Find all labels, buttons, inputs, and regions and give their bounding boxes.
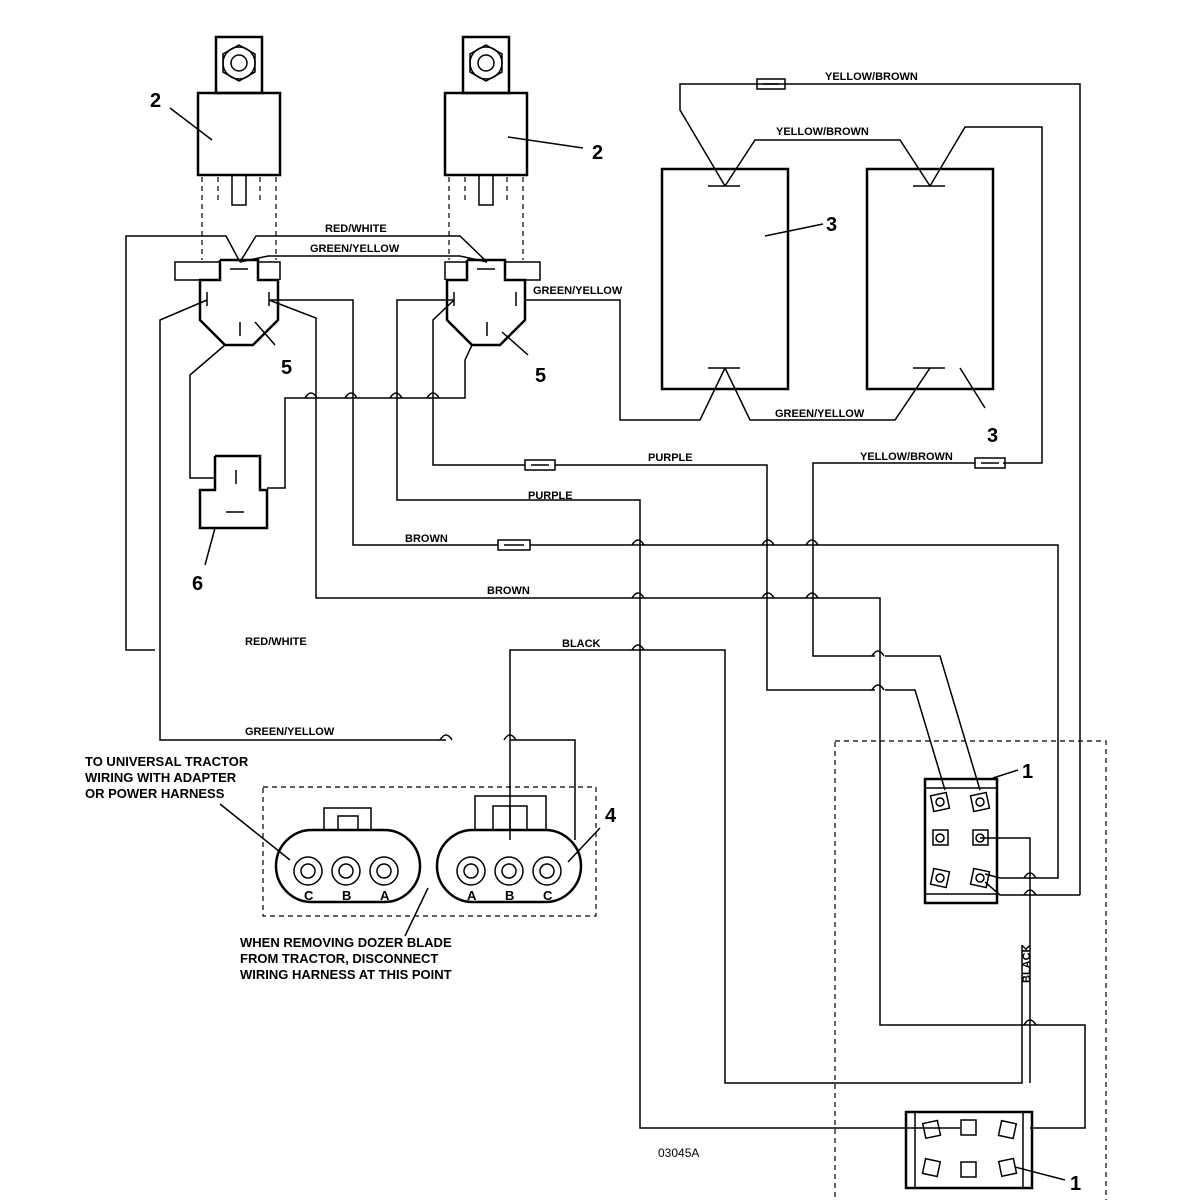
callout-solenoid-left: 2 [150,90,161,112]
inline-fuse-brown [497,539,531,551]
solenoid-right [443,35,529,260]
diode [198,454,269,530]
relay-left [174,258,281,347]
label-green-yellow-bottom: GREEN/YELLOW [775,408,865,420]
connector-boundary [262,786,597,917]
note-tractor-line1: TO UNIVERSAL TRACTOR [85,754,249,769]
drawing-number: 03045A [658,1146,699,1160]
relay-right [444,258,541,347]
note-dozer-line2: FROM TRACTOR, DISCONNECT [240,951,438,966]
callout-solenoid-right: 2 [592,142,603,164]
label-purple-2: PURPLE [528,490,573,502]
label-yellow-brown-lower: YELLOW/BROWN [860,451,953,463]
pin-tractor-b: B [342,888,351,903]
pin-tractor-a: A [380,888,390,903]
label-yellow-brown-top: YELLOW/BROWN [825,71,918,83]
inline-fuse-yellow-brown [974,457,1006,469]
label-green-yellow-top: GREEN/YELLOW [310,243,400,255]
label-green-yellow-right: GREEN/YELLOW [533,285,623,297]
label-black-vertical: BLACK [1021,944,1033,983]
callout-actuator-right: 3 [987,425,998,447]
label-brown-2: BROWN [487,585,530,597]
callout-relay-right: 5 [535,365,546,387]
solenoid-left [196,35,282,260]
label-purple-1: PURPLE [648,452,693,464]
note-tractor-line2: WIRING WITH ADAPTER [85,770,237,785]
connector-blade-side [435,795,583,904]
pin-blade-b: B [505,888,514,903]
label-green-yellow-lower: GREEN/YELLOW [245,726,335,738]
callout-diode: 6 [192,573,203,595]
callout-switch-top: 1 [1022,761,1033,783]
callout-connector: 4 [605,805,617,827]
callout-switch-bottom: 1 [1070,1173,1081,1195]
actuator-left [660,167,790,391]
label-yellow-brown-mid: YELLOW/BROWN [776,126,869,138]
pin-blade-c: C [543,888,553,903]
note-dozer-line3: WIRING HARNESS AT THIS POINT [240,967,452,982]
note-tractor-line3: OR POWER HARNESS [85,786,225,801]
label-black-1: BLACK [562,638,601,650]
switch-boundary [834,740,1107,1200]
inline-fuse-top [756,78,786,90]
callout-relay-left: 5 [281,357,292,379]
label-brown-1: BROWN [405,533,448,545]
note-dozer-line1: WHEN REMOVING DOZER BLADE [240,935,452,950]
label-red-white-bottom: RED/WHITE [245,636,307,648]
switch-bottom [904,1110,1034,1190]
switch-top [923,777,999,905]
pin-blade-a: A [467,888,477,903]
wire-harness [125,83,1086,1129]
inline-fuse-purple [524,459,556,471]
connector-tractor-side [274,807,422,904]
label-red-white-top: RED/WHITE [325,223,387,235]
callout-actuator-left: 3 [826,214,837,236]
pin-tractor-c: C [304,888,314,903]
actuator-right [865,167,995,391]
